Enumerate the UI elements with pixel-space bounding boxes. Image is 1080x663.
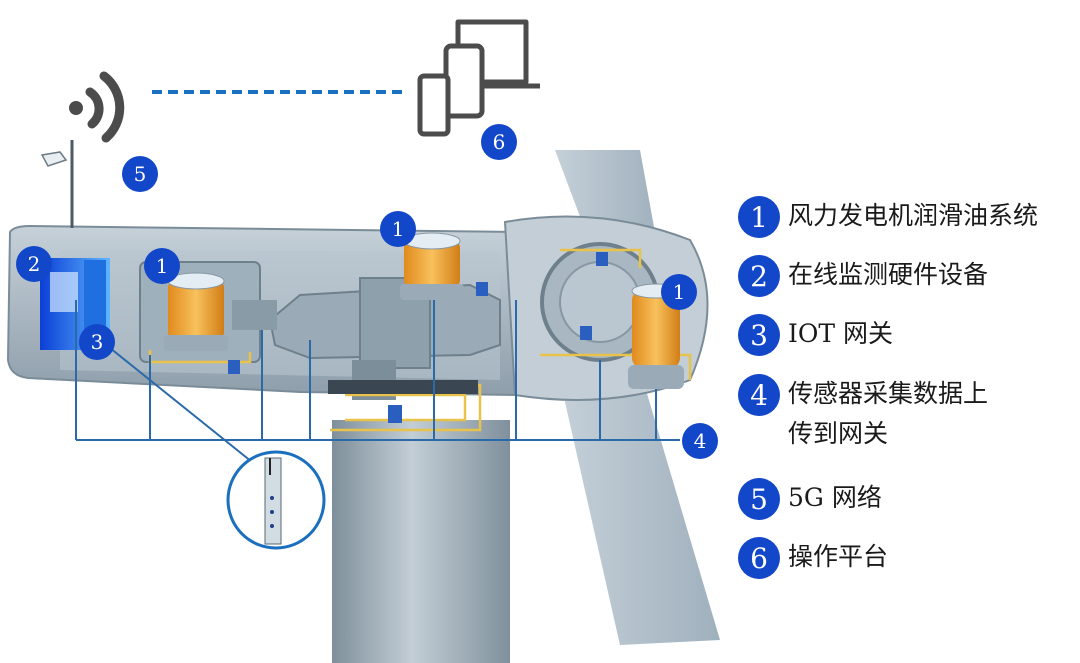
gateway-magnifier bbox=[226, 450, 326, 550]
badge-6-platform: 6 bbox=[481, 124, 517, 160]
yellow-wiring bbox=[148, 248, 692, 432]
svg-text:1: 1 bbox=[156, 254, 169, 278]
svg-text:3: 3 bbox=[91, 330, 104, 354]
devices-icon bbox=[417, 19, 540, 137]
badge-1-hub: 1 bbox=[661, 274, 697, 310]
legend-text: 传感器采集数据上传到网关 bbox=[788, 379, 989, 448]
svg-text:1: 1 bbox=[392, 217, 405, 241]
wifi-icon bbox=[69, 71, 125, 143]
badge-2-monitoring: 2 bbox=[16, 246, 52, 282]
legend-badge: 1 bbox=[738, 196, 780, 238]
legend-badge: 4 bbox=[738, 374, 780, 416]
legend-item-2: 2 在线监测硬件设备 bbox=[738, 255, 1074, 297]
legend-item-1: 1 风力发电机润滑油系统 bbox=[738, 196, 1074, 238]
svg-text:4: 4 bbox=[694, 429, 707, 453]
lubricator-generator bbox=[164, 272, 228, 351]
sensors bbox=[228, 252, 608, 423]
yaw-ring bbox=[328, 380, 478, 394]
lubricator-shaft bbox=[400, 232, 464, 300]
badge-4-sensors: 4 bbox=[682, 423, 718, 459]
legend-badge: 6 bbox=[738, 537, 780, 579]
legend-item-5: 5 5G 网络 bbox=[738, 478, 1074, 520]
legend-item-6: 6 操作平台 bbox=[738, 537, 1074, 579]
svg-text:1: 1 bbox=[673, 280, 686, 304]
legend-badge: 5 bbox=[738, 478, 780, 520]
data-link-lines bbox=[75, 300, 680, 471]
legend-text: 5G 网络 bbox=[788, 483, 882, 512]
legend-text: 操作平台 bbox=[788, 542, 889, 571]
rotor-blade-lower bbox=[560, 370, 720, 645]
legend-text: IOT 网关 bbox=[788, 319, 893, 348]
legend-badge: 3 bbox=[738, 314, 780, 356]
legend-text: 在线监测硬件设备 bbox=[788, 260, 989, 289]
badge-5-network: 5 bbox=[122, 156, 158, 192]
badge-3-gateway: 3 bbox=[79, 324, 115, 360]
legend-text: 风力发电机润滑油系统 bbox=[788, 201, 1039, 230]
legend-item-3: 3 IOT 网关 bbox=[738, 314, 1074, 356]
legend-item-4: 4 传感器采集数据上传到网关 bbox=[738, 374, 1008, 454]
badge-1-generator: 1 bbox=[144, 248, 180, 284]
badge-1-shaft: 1 bbox=[380, 211, 416, 247]
svg-text:6: 6 bbox=[493, 130, 506, 154]
svg-text:5: 5 bbox=[134, 162, 147, 186]
tower bbox=[332, 420, 510, 663]
svg-text:2: 2 bbox=[28, 252, 41, 276]
legend-badge: 2 bbox=[738, 255, 780, 297]
weather-sensor-icon bbox=[40, 151, 68, 167]
